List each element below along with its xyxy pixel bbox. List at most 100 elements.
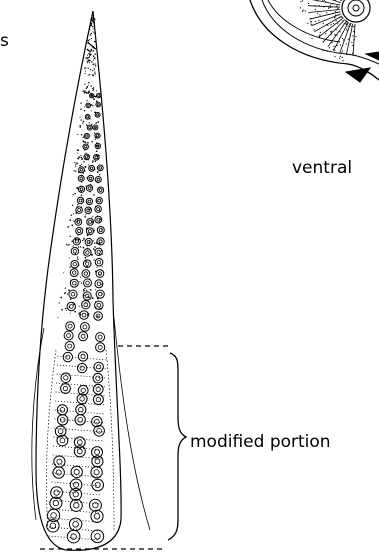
stipple-dot [84,216,85,217]
sucker-ring-icon [70,279,78,287]
disc-stipple-dot [323,50,324,51]
stipple-dot [92,88,93,89]
stipple-dot [80,155,81,156]
sucker-ring-icon [85,207,92,214]
stipple-dot [91,141,93,143]
stipple-dot [63,272,64,273]
stipple-dot [70,236,71,237]
stipple-dot [73,221,74,222]
sucker-ring-icon [88,175,94,181]
disc-stipple-dot [310,23,311,24]
sucker-ring-icon [86,228,93,235]
disc-stipple-dot [345,20,346,21]
disc-stipple-dot [353,26,354,27]
sucker-ring-icon [93,384,103,394]
stipple-dot [86,124,88,126]
stipple-dot [89,39,90,40]
stipple-dot [92,161,94,163]
sucker-ring-icon [94,426,105,437]
stipple-dot [91,33,92,34]
tentacle-arm [32,11,150,550]
stipple-dot [94,71,95,72]
disc-stipple-dot [333,49,334,50]
disc-stipple-dot [336,9,337,10]
stipple-dot [94,18,96,20]
stipple-dot [79,125,81,127]
stipple-dot [77,149,79,151]
disc-stipple-dot [350,23,351,24]
sucker-ring-icon [75,219,82,226]
stipple-dot [87,57,89,59]
sucker-ring-icon [71,466,82,477]
stipple-dot [81,119,83,121]
disc-stipple-dot [328,8,329,9]
disc-stipple-dot [331,32,332,33]
sucker-ring-icon [65,342,74,351]
stipple-dot [87,142,89,144]
sucker-ring-icon [81,323,90,332]
sucker-ring-icon [66,322,75,331]
sucker-ring-icon [84,154,90,160]
stipple-dot [82,247,83,248]
stipple-dot [67,226,69,228]
stipple-dot [89,51,91,53]
disc-stipple-dot [334,34,335,35]
sucker-ring-icon [83,144,88,149]
stipple-dot [79,281,80,282]
stipple-dot [95,138,96,139]
stipple-dot [90,34,91,35]
stipple-dot [93,98,95,100]
disc-stipple-dot [327,51,328,52]
disc-stipple-dot [342,57,343,58]
disc-stipple-dot [346,29,347,30]
stipple-dot [86,88,87,89]
stipple-dot [94,246,96,248]
disc-stipple-dot [336,34,337,35]
stipple-dot [89,62,90,63]
disc-stipple-dot [345,23,346,24]
sucker-ring-icon [95,248,102,255]
disc-stipple-dot [323,41,324,42]
stipple-dot [66,310,67,311]
stipple-dot [85,57,87,59]
stipple-dot [92,297,94,299]
stipple-dot [89,53,90,54]
disc-stipple-dot [317,13,318,14]
stipple-dot [88,91,89,92]
disc-stipple-dot [300,1,301,2]
stipple-dot [94,33,95,34]
disc-stipple-dot [315,21,316,22]
stipple-dot [92,26,93,27]
disc-stipple-dot [339,17,340,18]
disc-stipple-dot [337,5,338,6]
disc-stipple-dot [347,21,348,22]
stipple-dot [89,122,90,123]
sucker-ring-icon [77,197,83,203]
disc-stipple-dot [342,38,343,39]
disc-stipple-dot [339,38,340,39]
stipple-dot [84,92,85,93]
stipple-dot [88,60,89,61]
sucker-ring-icon [95,112,100,117]
stipple-dot [92,105,93,106]
stipple-dot [88,84,89,85]
disc-stipple-dot [347,22,348,23]
sucker-ring-icon [70,269,78,277]
sucker-ring-icon [94,362,103,371]
stipple-dot [84,110,85,111]
disc-stipple-dot [333,23,334,24]
stipple-dot [87,59,88,60]
modified-portion-brace [40,346,186,549]
sucker-ring-icon [85,114,90,119]
stipple-dot [94,243,95,244]
disc-stipple-dot [330,34,331,35]
disc-stipple-dot [311,38,312,39]
disc-stipple-dot [336,45,337,46]
disc-stipple-dot [311,21,312,22]
sucker-ring-icon [85,238,92,245]
sucker-ring-icon [84,249,91,256]
stipple-dot [89,74,90,75]
stipple-dot [84,90,85,91]
stipple-dot [92,17,93,18]
